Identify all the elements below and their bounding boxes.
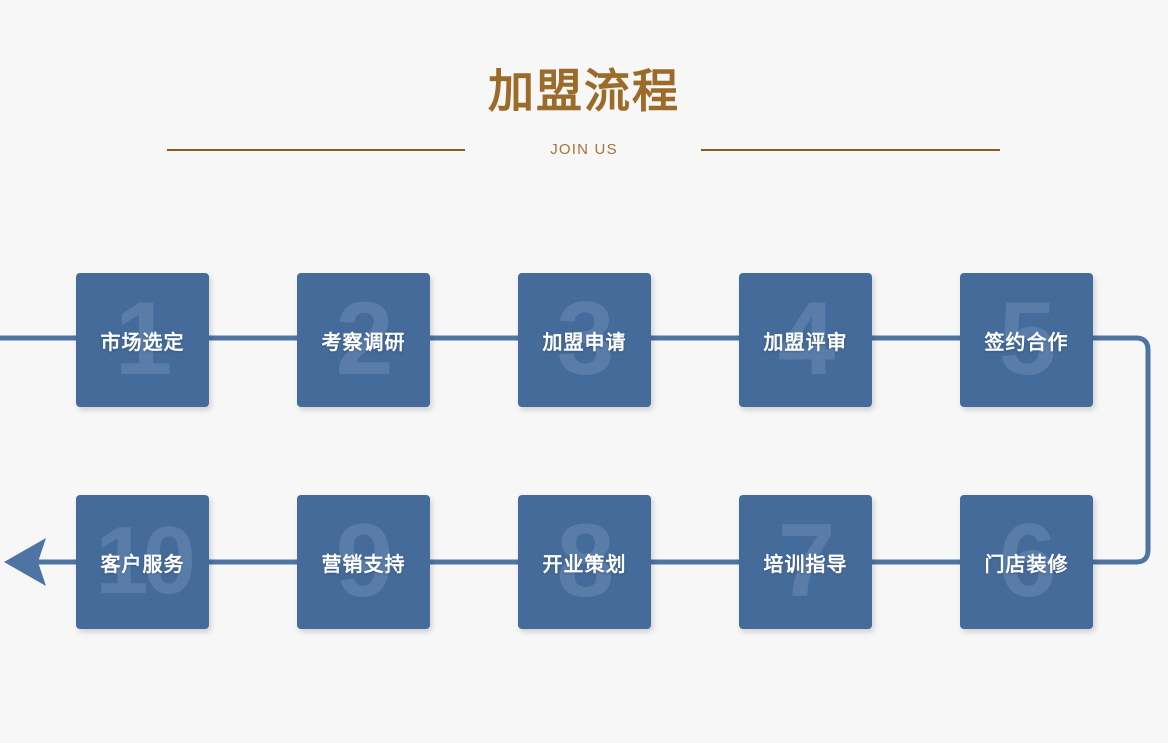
step-box-5[interactable]: 5 签约合作: [960, 273, 1093, 407]
page-title: 加盟流程: [488, 65, 680, 117]
step-number: 5: [998, 281, 1057, 397]
step-label: 市场选定: [100, 331, 185, 354]
divider-right: [701, 149, 1000, 151]
step-label: 加盟评审: [763, 331, 848, 354]
step-number: 8: [556, 503, 615, 619]
step-box-10[interactable]: 10 客户服务: [76, 495, 209, 629]
step-box-8[interactable]: 8 开业策划: [518, 495, 651, 629]
step-number: 10: [95, 507, 196, 614]
step-number: 3: [556, 281, 615, 397]
step-box-9[interactable]: 9 营销支持: [297, 495, 430, 629]
step-box-2[interactable]: 2 考察调研: [297, 273, 430, 407]
connector-5-6-wrap: [1088, 335, 1151, 565]
divider-left: [167, 149, 465, 151]
step-label: 开业策划: [542, 553, 627, 576]
step-number: 6: [998, 503, 1057, 619]
step-label: 门店装修: [984, 553, 1069, 576]
step-number: 4: [777, 281, 836, 397]
page-header: 加盟流程 JOIN US: [0, 0, 1168, 190]
step-box-1[interactable]: 1 市场选定: [76, 273, 209, 407]
step-box-4[interactable]: 4 加盟评审: [739, 273, 872, 407]
step-label: 营销支持: [321, 553, 406, 576]
step-box-3[interactable]: 3 加盟申请: [518, 273, 651, 407]
step-number: 7: [777, 503, 836, 619]
subtitle-row: JOIN US: [0, 138, 1168, 164]
step-label: 签约合作: [984, 331, 1069, 354]
step-label: 客户服务: [100, 553, 185, 576]
step-label: 考察调研: [321, 331, 406, 354]
step-box-7[interactable]: 7 培训指导: [739, 495, 872, 629]
page-subtitle: JOIN US: [550, 141, 618, 158]
step-number: 1: [114, 281, 173, 397]
step-label: 培训指导: [763, 553, 848, 576]
step-number: 9: [335, 503, 394, 619]
step-label: 加盟申请: [542, 331, 627, 354]
step-box-6[interactable]: 6 门店装修: [960, 495, 1093, 629]
arrow-left-icon: [4, 538, 46, 586]
step-number: 2: [335, 281, 394, 397]
